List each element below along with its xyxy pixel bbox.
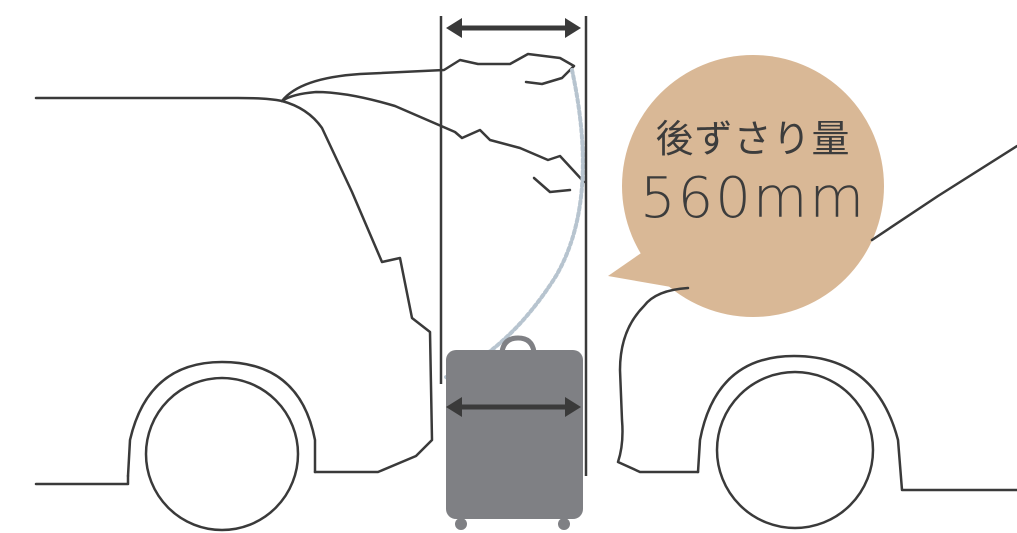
suitcase [446,335,583,530]
callout-label: 後ずさり量 [655,117,851,161]
suitcase-width-arrow [446,397,581,417]
gate-swing-trajectory [442,68,585,380]
clearance-guides [439,16,588,476]
left-car [34,52,586,532]
right-car [616,144,1017,530]
top-dimension-arrow [446,18,581,38]
callout-bubble [608,55,884,317]
callout-value: 560mm [640,166,866,231]
